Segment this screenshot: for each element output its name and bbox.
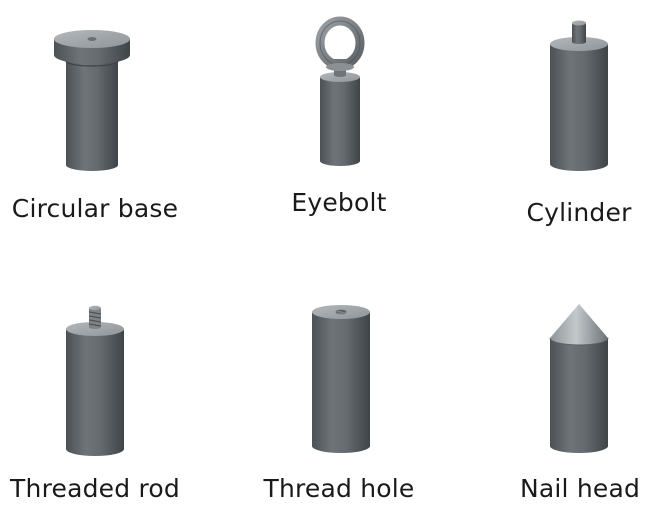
threaded-rod-icon — [64, 303, 126, 461]
item-label-eyebolt: Eyebolt — [291, 188, 387, 217]
item-label-cylinder: Cylinder — [526, 198, 632, 227]
nail-head-icon — [548, 300, 610, 458]
item-label-nail-head: Nail head — [519, 474, 641, 503]
eyebolt-icon — [310, 15, 370, 173]
thread-hole-icon — [310, 300, 372, 458]
item-label-circular-base: Circular base — [11, 194, 179, 223]
item-label-thread-hole: Thread hole — [263, 474, 415, 503]
cylinder-icon — [548, 18, 610, 176]
circular-base-icon — [52, 25, 132, 175]
item-label-threaded-rod: Threaded rod — [10, 474, 180, 503]
